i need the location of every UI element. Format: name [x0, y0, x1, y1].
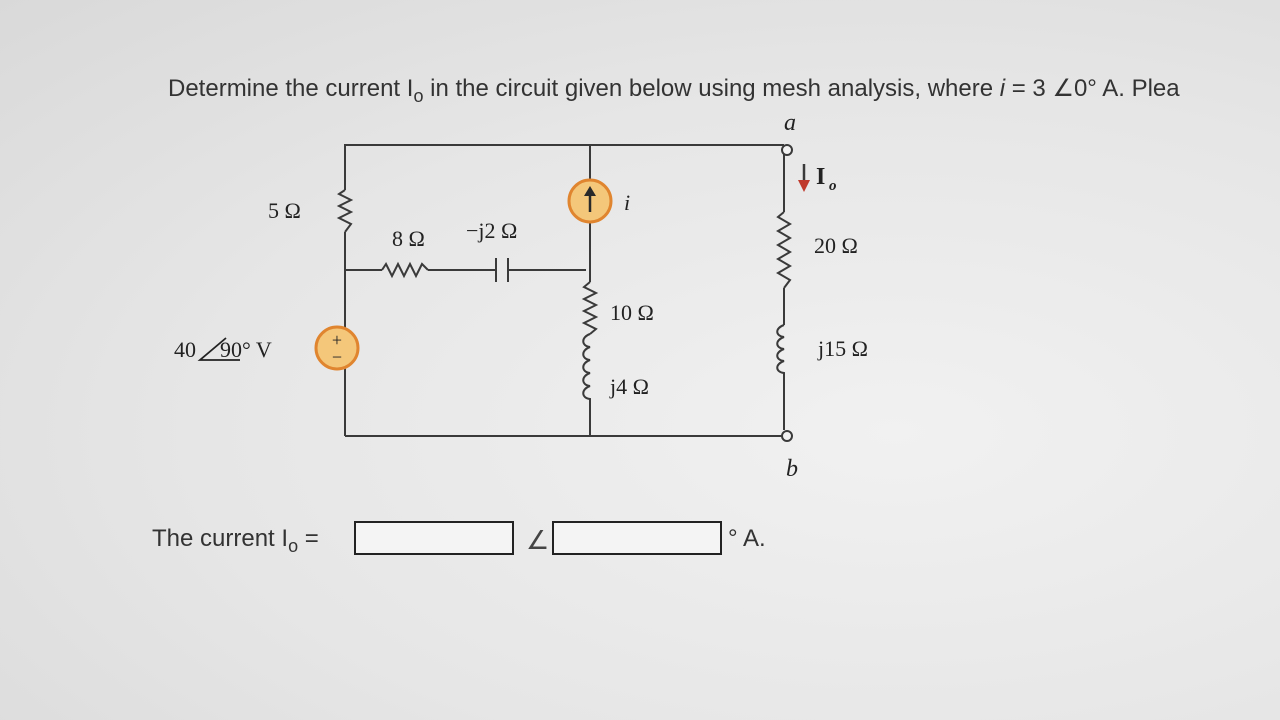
- unit-label: ° A.: [728, 525, 766, 552]
- angle-symbol: ∠: [526, 525, 550, 555]
- question-i-var: i: [999, 75, 1006, 102]
- resistor-5-symbol: [336, 189, 354, 233]
- vsrc-magnitude: 40: [174, 337, 196, 362]
- answer-label-text: The current I: [152, 525, 289, 552]
- source-i-label: i: [624, 190, 630, 215]
- answer-label-sub: o: [288, 535, 299, 556]
- l15-label: j15 Ω: [817, 336, 868, 361]
- vsrc-angle-symbol: [197, 337, 240, 361]
- capacitor-symbol: [495, 258, 509, 282]
- terminal-a: [781, 144, 793, 156]
- r8-label: 8 Ω: [392, 226, 425, 251]
- io-arrow: [798, 164, 810, 192]
- inductor-j15-symbol: [776, 324, 785, 376]
- l4-label: j4 Ω: [609, 374, 649, 399]
- terminal-b: [781, 430, 793, 442]
- node-b-label: b: [786, 456, 798, 482]
- answer-label-eq: =: [298, 525, 319, 552]
- voltage-source: [314, 325, 360, 371]
- io-label: I: [816, 164, 825, 190]
- inductor-j4-symbol: [582, 333, 591, 410]
- question-text: Determine the current Io in the circuit …: [168, 74, 1180, 107]
- wires: [344, 144, 785, 437]
- io-label-sub: o: [829, 178, 837, 194]
- vsrc-plus-sign: +: [332, 330, 342, 350]
- resistor-8-symbol: [381, 261, 429, 279]
- question-part-3: = 3 ∠0° A. Plea: [1005, 75, 1180, 102]
- node-a-label: a: [784, 110, 796, 136]
- resistor-10-symbol: [581, 281, 599, 335]
- question-part-2: in the circuit given below using mesh an…: [423, 75, 1000, 102]
- r10-label: 10 Ω: [610, 300, 654, 325]
- question-part-1: Determine the current I: [168, 75, 414, 102]
- top-wire: [344, 144, 784, 147]
- r20-label: 20 Ω: [814, 233, 858, 258]
- current-source: [567, 178, 613, 224]
- r5-label: 5 Ω: [268, 198, 301, 223]
- magnitude-input[interactable]: [354, 521, 514, 555]
- question-sub: o: [413, 85, 424, 106]
- vsrc-minus-sign: −: [332, 347, 342, 367]
- answer-label: The current Io =: [152, 525, 319, 557]
- resistor-20-symbol: [776, 211, 792, 289]
- angle-input[interactable]: [552, 521, 722, 555]
- vsrc-angle: 90° V: [220, 337, 272, 362]
- cap-label: −j2 Ω: [466, 218, 517, 243]
